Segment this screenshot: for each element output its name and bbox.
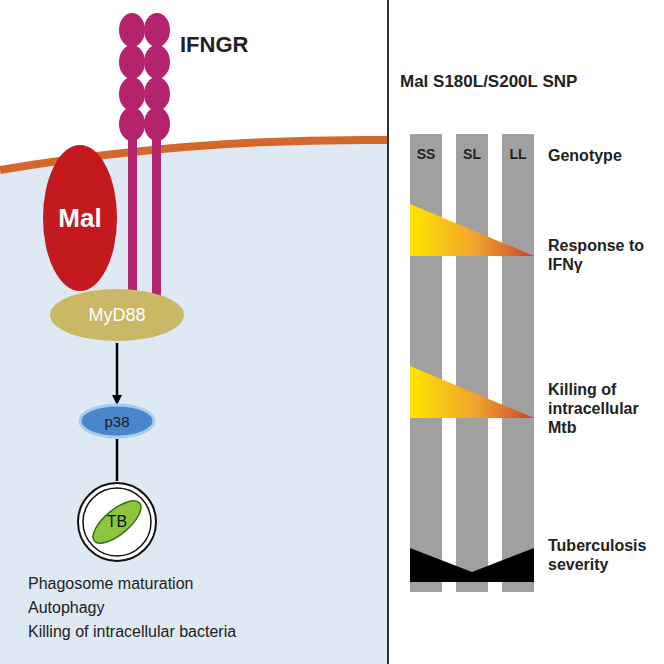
- outcome-label: Killing of intracellular bacteria: [28, 622, 368, 641]
- response-wedge: [410, 204, 534, 256]
- node-text: p38: [104, 413, 129, 430]
- outcome-label: Autophagy: [28, 598, 368, 617]
- severity-wedge: [410, 548, 534, 582]
- genotype-label: SL: [456, 146, 488, 163]
- genotype-bars: [410, 134, 534, 592]
- node-text: TB: [107, 513, 127, 531]
- row-label: Genotype: [548, 146, 658, 165]
- row-label: Response to IFNγ: [548, 236, 658, 274]
- signal-arrow: [116, 439, 119, 481]
- row-label: Killing of intracellular Mtb: [548, 380, 658, 438]
- outcome-label: Phagosome maturation: [28, 574, 368, 593]
- phagosome: TB: [76, 481, 158, 563]
- p38-kinase: p38: [78, 403, 156, 439]
- myd88-protein: MyD88: [48, 287, 186, 343]
- ifngr-receptor: [119, 13, 170, 330]
- killing-wedge: [410, 366, 534, 418]
- signal-arrow: [116, 343, 119, 403]
- panel-title: Mal S180L/S200L SNP: [400, 72, 660, 92]
- genotype-label: LL: [502, 146, 534, 163]
- node-text: MyD88: [88, 305, 145, 326]
- cell-interior: [0, 142, 388, 664]
- receptor-label: IFNGR: [180, 32, 300, 58]
- mal-protein: Mal: [41, 143, 119, 293]
- panel-divider: [387, 0, 389, 664]
- node-text: Mal: [58, 203, 101, 234]
- genotype-label: SS: [410, 146, 442, 163]
- row-label: Tuberculosis severity: [548, 536, 658, 574]
